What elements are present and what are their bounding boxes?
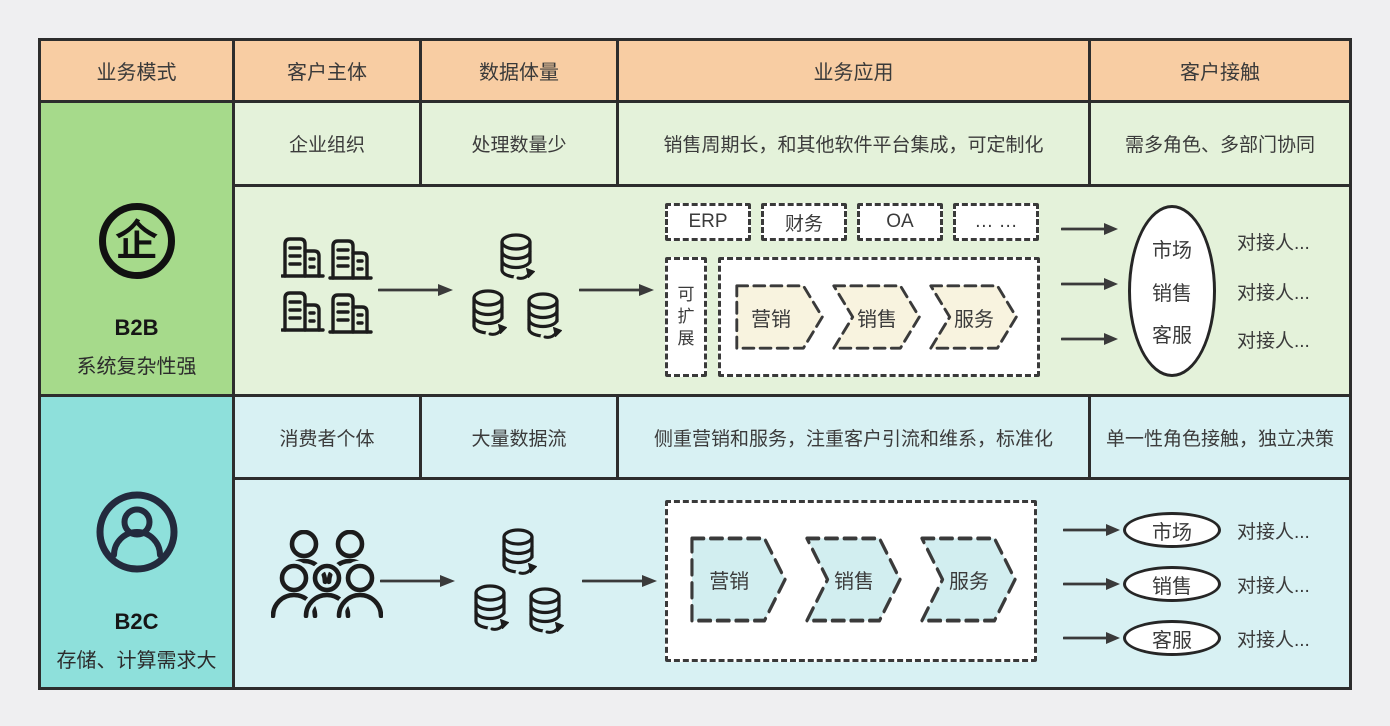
- contact-person: 对接人...: [1237, 282, 1310, 304]
- b2b-diagram: ERP 财务 OA … … 可扩展 营销 销售 服务: [235, 187, 1349, 397]
- arrow-right-icon: [1061, 278, 1118, 290]
- app-box-more: … …: [953, 203, 1039, 241]
- b2c-data-volume-cell: 大量数据流: [422, 397, 619, 480]
- b2c-customer-cell: 消费者个体: [235, 397, 422, 480]
- b2b-tagline: 系统复杂性强: [76, 355, 197, 378]
- b2c-tagline: 存储、计算需求大: [56, 650, 217, 672]
- chevron-marketing: 营销: [690, 536, 788, 623]
- app-box-oa: OA: [857, 203, 943, 241]
- b2c-side-cell: B2C 存储、计算需求大: [41, 397, 235, 687]
- b2b-data-volume-cell: 处理数量少: [422, 103, 619, 187]
- contact-person: 对接人...: [1237, 575, 1310, 597]
- user-badge-icon: [96, 491, 177, 573]
- arrow-right-icon: [380, 575, 455, 587]
- arrow-right-icon: [579, 284, 654, 296]
- role-sales: 销售: [1152, 282, 1192, 305]
- chevron-sales: 销售: [805, 536, 903, 623]
- b2c-diagram: 营销 销售 服务 市场 销售 客服 对接人... 对接人... 对接人...: [235, 480, 1349, 687]
- header-customer-contact: 客户接触: [1091, 41, 1349, 103]
- b2b-application-cell: 销售周期长，和其他软件平台集成，可定制化: [619, 103, 1091, 187]
- header-business-model: 业务模式: [41, 41, 235, 103]
- b2b-contact-cell: 需多角色、多部门协同: [1091, 103, 1349, 187]
- comparison-table: 业务模式 客户主体 数据体量 业务应用 客户接触 企 B2B 系统复杂性强 企业…: [38, 38, 1352, 690]
- role-market: 市场: [1152, 239, 1192, 262]
- contact-person: 对接人...: [1237, 521, 1310, 543]
- role-support-oval: 客服: [1123, 620, 1221, 656]
- chevron-service: 服务: [920, 536, 1018, 623]
- b2b-label: B2B: [114, 314, 159, 340]
- role-market-oval: 市场: [1123, 512, 1221, 548]
- header-customer-subject: 客户主体: [235, 41, 422, 103]
- chevron-sales: 销售: [832, 284, 922, 350]
- crowd-icon: [271, 530, 383, 618]
- b2b-customer-cell: 企业组织: [235, 103, 422, 187]
- app-box-finance: 财务: [761, 203, 847, 241]
- b2b-roles-ellipse: 市场 销售 客服: [1128, 205, 1216, 377]
- buildings-icon: [281, 237, 373, 334]
- database-cluster-icon: [474, 528, 565, 640]
- enterprise-badge-icon: 企: [98, 202, 175, 279]
- database-cluster-icon: [472, 233, 563, 345]
- header-business-application: 业务应用: [619, 41, 1091, 103]
- contact-person: 对接人...: [1237, 629, 1310, 651]
- b2b-side-cell: 企 B2B 系统复杂性强: [41, 103, 235, 397]
- b2c-label: B2C: [114, 609, 159, 634]
- b2c-contact-cell: 单一性角色接触，独立决策: [1091, 397, 1349, 480]
- chevron-marketing: 营销: [735, 284, 825, 350]
- chevron-service: 服务: [929, 284, 1019, 350]
- header-data-volume: 数据体量: [422, 41, 619, 103]
- b2c-application-cell: 侧重营销和服务，注重客户引流和维系，标准化: [619, 397, 1091, 480]
- expandable-box: 可扩展: [665, 257, 707, 377]
- contact-person: 对接人...: [1237, 232, 1310, 254]
- arrow-right-icon: [1061, 333, 1118, 345]
- arrow-right-icon: [1063, 578, 1120, 590]
- role-support: 客服: [1152, 325, 1192, 348]
- arrow-right-icon: [1063, 524, 1120, 536]
- app-box-erp: ERP: [665, 203, 751, 241]
- arrow-right-icon: [582, 575, 657, 587]
- arrow-right-icon: [1063, 632, 1120, 644]
- arrow-right-icon: [1061, 223, 1118, 235]
- contact-person: 对接人...: [1237, 330, 1310, 352]
- role-sales-oval: 销售: [1123, 566, 1221, 602]
- arrow-right-icon: [378, 284, 453, 296]
